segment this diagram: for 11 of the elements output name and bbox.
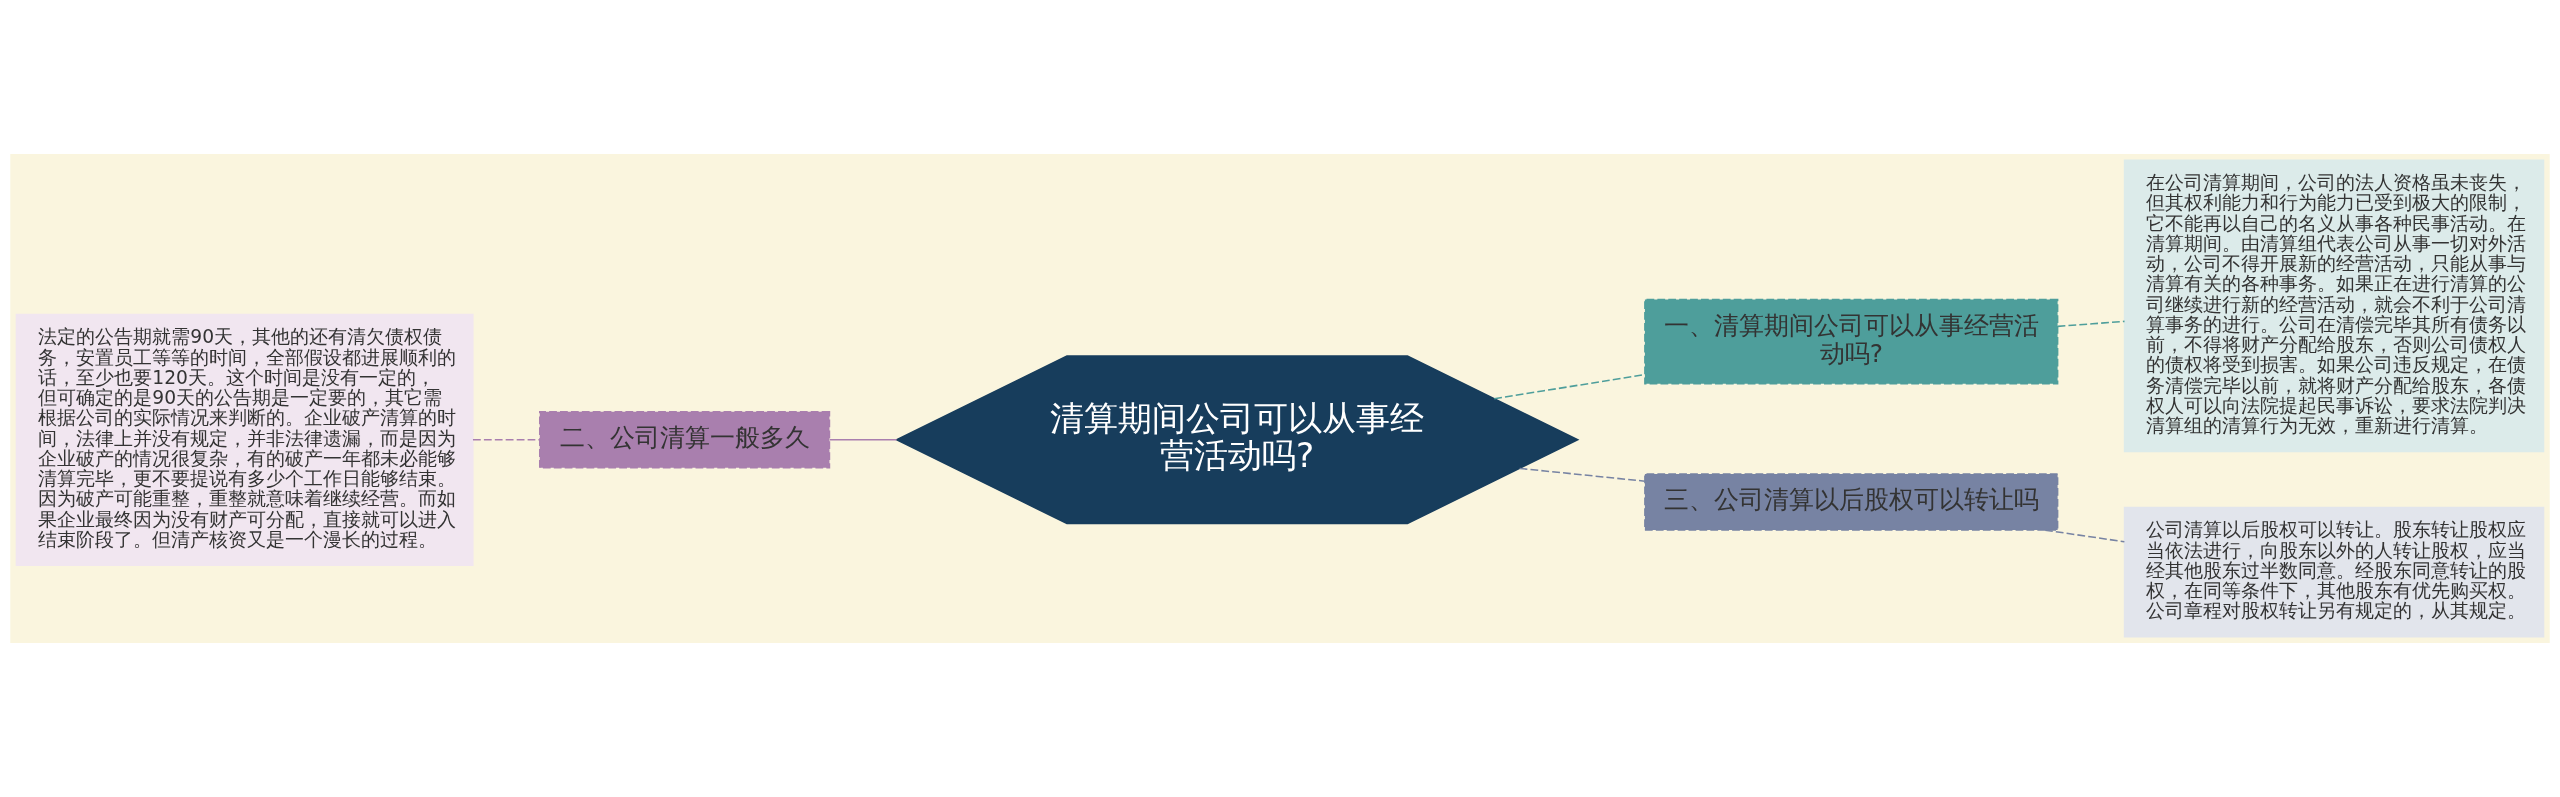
connector bbox=[829, 439, 898, 441]
node-box: 法定的公告期就需90天，其他的还有清欠债权债务，安置员工等等的时间，全部假设都进展顺利的话，至少也要120天。这个时间是没有一定的，但可确定的是90天的公告期是一定要的，其它需根据公司的实际情况来判断的。企业破产清算的时间，法律上并没有规定，并非法律遗漏，而是因为企业破产的情况很复杂，有的破产一年都未必能够清算完毕，更不要提说有多少个工作日能够结束。因为破产可能重整，重整就意味着继续经营。而如果企业最终因为没有财产可分配，直接就可以进入结束阶段了。但清产核资又是一个漫长的过程。 bbox=[15, 313, 474, 566]
node-box: 一、清算期间公司可以从事经营活动吗? bbox=[1644, 298, 2059, 385]
node-box: 三、公司清算以后股权可以转让吗 bbox=[1644, 473, 2059, 531]
node-box: 公司清算以后股权可以转让。股东转让股权应当依法进行，向股东以外的人转让股权，应当经其他股东过半数同意。经股东同意转让的股权，在同等条件下，其他股东有优先购买权。公司章程对股权转让另有规定的，从其规定。 bbox=[2123, 506, 2545, 638]
connector bbox=[2056, 320, 2126, 328]
node-box: 在公司清算期间，公司的法人资格虽未丧失，但其权利能力和行为能力已受到极大的限制，它不能再以自己的名义从事各种民事活动。在清算期间。由清算组代表公司从事一切对外活动，公司不得开展新的经营活动，只能从事与清算有关的各种事务。如果正在进行清算的公司继续进行新的经营活动，就会不利于公司清算事务的进行。公司在清偿完毕其所有债务以前，不得将财产分配给股东，否则公司债权人的债权将受到损害。如果公司违反规定，在债务清偿完毕以前，就将财产分配给股东，各债权人可以向法院提起民事诉讼，要求法院判决清算组的清算行为无效，重新进行清算。 bbox=[2123, 159, 2545, 453]
connector bbox=[2044, 529, 2126, 543]
connector bbox=[472, 439, 541, 441]
connector bbox=[1518, 467, 1646, 482]
node-box: 二、公司清算一般多久 bbox=[539, 410, 831, 469]
